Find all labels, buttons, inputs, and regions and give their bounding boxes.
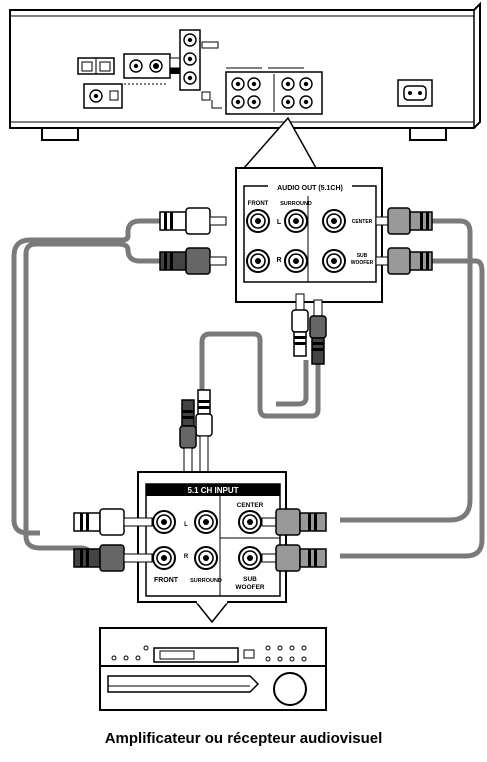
- amp-surround-plugs: [179, 389, 213, 473]
- amp-surround-l-jack: [194, 510, 218, 534]
- amp-input-title: 5.1 CH INPUT: [187, 486, 238, 495]
- audio-out-title: AUDIO OUT (5.1CH): [277, 185, 343, 192]
- rear-audio-out-jacks: [201, 67, 323, 115]
- amp-center-sub-plugs: [261, 508, 327, 572]
- amp-front-label: FRONT: [154, 577, 179, 584]
- front-l-jack: [246, 209, 270, 233]
- amp-subwoofer-jack: [238, 546, 262, 570]
- dvd-player-rear: [9, 1, 481, 169]
- digital-out-connectors: [77, 57, 123, 109]
- video-out-connectors: [123, 53, 181, 85]
- center-label: CENTER: [352, 219, 373, 225]
- amp-front-plugs: [73, 508, 153, 572]
- cables: [11, 218, 485, 559]
- amp-surround-label: SURROUND: [190, 578, 222, 584]
- center-jack: [322, 209, 346, 233]
- amp-center-jack: [238, 510, 262, 534]
- amp-surround-r-jack: [194, 546, 218, 570]
- front-label: FRONT: [248, 201, 269, 207]
- amp-right-label: R: [184, 554, 189, 560]
- component-video-connectors: [179, 29, 219, 91]
- receiver-caption: Amplificateur ou récepteur audiovisuel: [104, 730, 383, 747]
- surround-r-jack: [284, 249, 308, 273]
- amp-front-l-jack: [152, 510, 176, 534]
- av-receiver: [99, 627, 327, 711]
- player-front-plugs: [159, 207, 227, 275]
- woofer-label: WOOFER: [351, 260, 374, 266]
- amp-left-label: L: [184, 522, 188, 528]
- surround-l-jack: [284, 209, 308, 233]
- amp-sub-label: SUB: [243, 576, 257, 583]
- amp-woofer-label: WOOFER: [235, 584, 265, 591]
- ac-inlet: [397, 79, 433, 107]
- surround-label: SURROUND: [280, 201, 312, 207]
- subwoofer-jack: [322, 249, 346, 273]
- player-center-sub-plugs: [375, 207, 433, 275]
- right-label: R: [276, 257, 281, 264]
- sub-label: SUB: [357, 253, 368, 259]
- player-surround-plugs: [291, 293, 327, 365]
- left-label: L: [277, 219, 282, 226]
- player-audio-out-panel: AUDIO OUT (5.1CH) FRONT SURROUND L R CEN…: [235, 167, 383, 303]
- amp-51-input-panel: 5.1 CH INPUT L R CENTER FRONT SURROUND S…: [137, 471, 287, 624]
- amp-front-r-jack: [152, 546, 176, 570]
- amp-center-label: CENTER: [237, 502, 264, 509]
- front-r-jack: [246, 249, 270, 273]
